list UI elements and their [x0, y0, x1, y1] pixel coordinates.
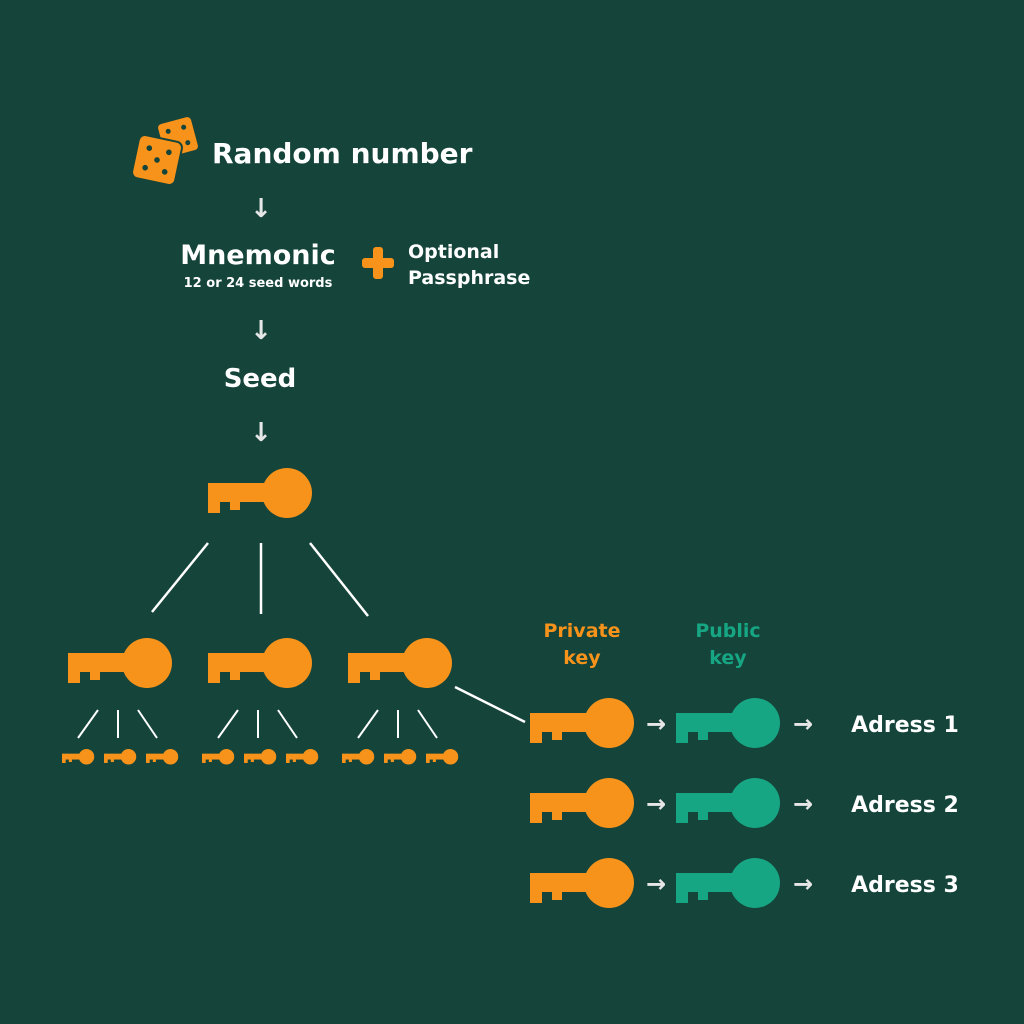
address-row: → → Adress 3 [530, 858, 959, 908]
private-key-label-2: key [563, 647, 601, 669]
tree-lines [151, 542, 526, 724]
child-keys [62, 638, 459, 765]
public-key-label: Public [695, 620, 760, 642]
address-label: Adress 3 [851, 873, 959, 898]
arrow-right-icon: → [793, 790, 813, 818]
passphrase-label: Passphrase [408, 267, 530, 289]
mnemonic-label: Mnemonic [180, 240, 336, 271]
grandchild-lines [357, 709, 438, 739]
address-label: Adress 2 [851, 793, 959, 818]
arrow-right-icon: → [793, 870, 813, 898]
grandchild-lines [217, 709, 298, 739]
grandchild-lines [77, 709, 158, 739]
arrow-down-icon: ↓ [250, 418, 272, 448]
plus-icon [362, 247, 394, 279]
arrow-right-icon: → [793, 710, 813, 738]
arrow-right-icon: → [646, 870, 666, 898]
seed-label: Seed [224, 364, 297, 394]
arrow-right-icon: → [646, 710, 666, 738]
mnemonic-subtitle: 12 or 24 seed words [184, 276, 333, 291]
private-key-label: Private [544, 620, 621, 642]
address-row: → → Adress 2 [530, 778, 959, 828]
random-number-label: Random number [212, 137, 473, 170]
address-label: Adress 1 [851, 713, 959, 738]
address-row: → → Adress 1 [530, 698, 959, 748]
public-key-label-2: key [709, 647, 747, 669]
arrow-right-icon: → [646, 790, 666, 818]
optional-label: Optional [408, 241, 499, 263]
address-rows: → → Adress 1 → → Adress 2 → → Adress 3 [530, 698, 959, 908]
arrow-down-icon: ↓ [250, 194, 272, 224]
arrow-down-icon: ↓ [250, 316, 272, 346]
dice-icon [131, 115, 200, 186]
